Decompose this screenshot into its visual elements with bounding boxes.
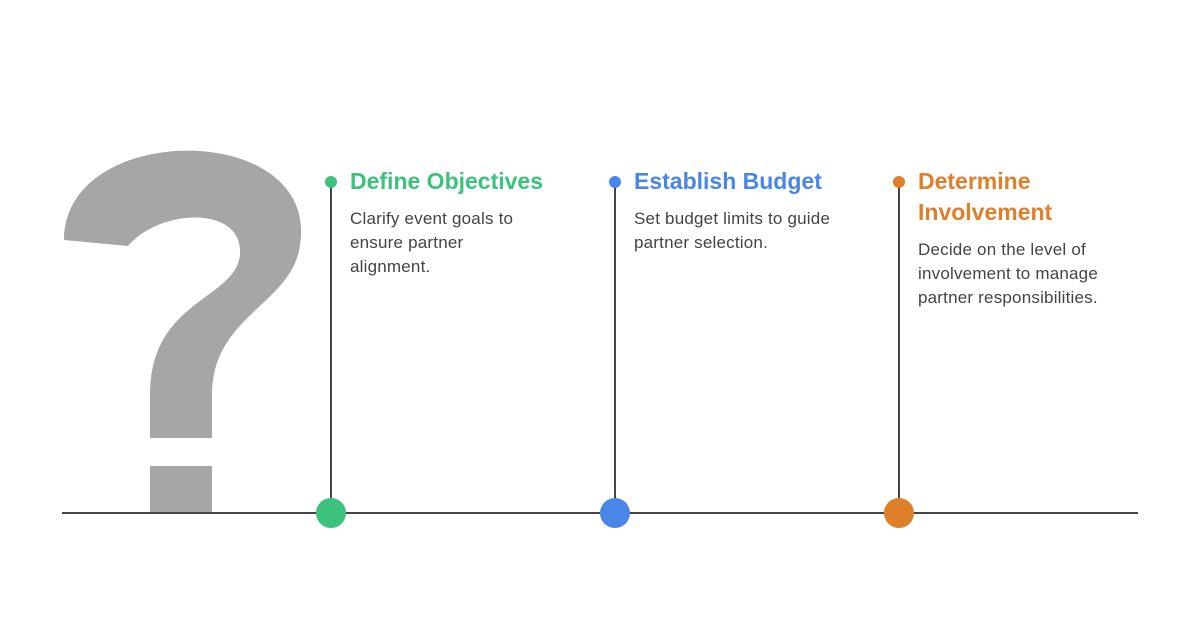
- step-1-description: Clarify event goals to ensure partner al…: [350, 209, 514, 276]
- step-1-milestone-dot: [316, 498, 346, 528]
- step-3-stem: [898, 182, 900, 512]
- step-2-description: Set budget limits to guide partner selec…: [634, 209, 831, 252]
- step-3-card: Determine Involvement Decide on the leve…: [918, 166, 1133, 310]
- step-1-card: Define Objectives Clarify event goals to…: [350, 166, 580, 279]
- step-2-top-dot: [609, 176, 621, 188]
- step-1-title: Define Objectives: [350, 168, 544, 194]
- step-3-description: Decide on the level of involvement to ma…: [918, 240, 1098, 307]
- step-2-card: Establish Budget Set budget limits to gu…: [634, 166, 864, 255]
- step-2-milestone-dot: [600, 498, 630, 528]
- question-mark-dot: [150, 466, 212, 512]
- step-2-title: Establish Budget: [634, 168, 822, 194]
- step-1-top-dot: [325, 176, 337, 188]
- question-mark-hook: [64, 150, 302, 439]
- step-3-title: Determine Involvement: [918, 168, 1053, 225]
- step-1-stem: [330, 182, 332, 512]
- step-3-top-dot: [893, 176, 905, 188]
- step-2-stem: [614, 182, 616, 512]
- step-3-milestone-dot: [884, 498, 914, 528]
